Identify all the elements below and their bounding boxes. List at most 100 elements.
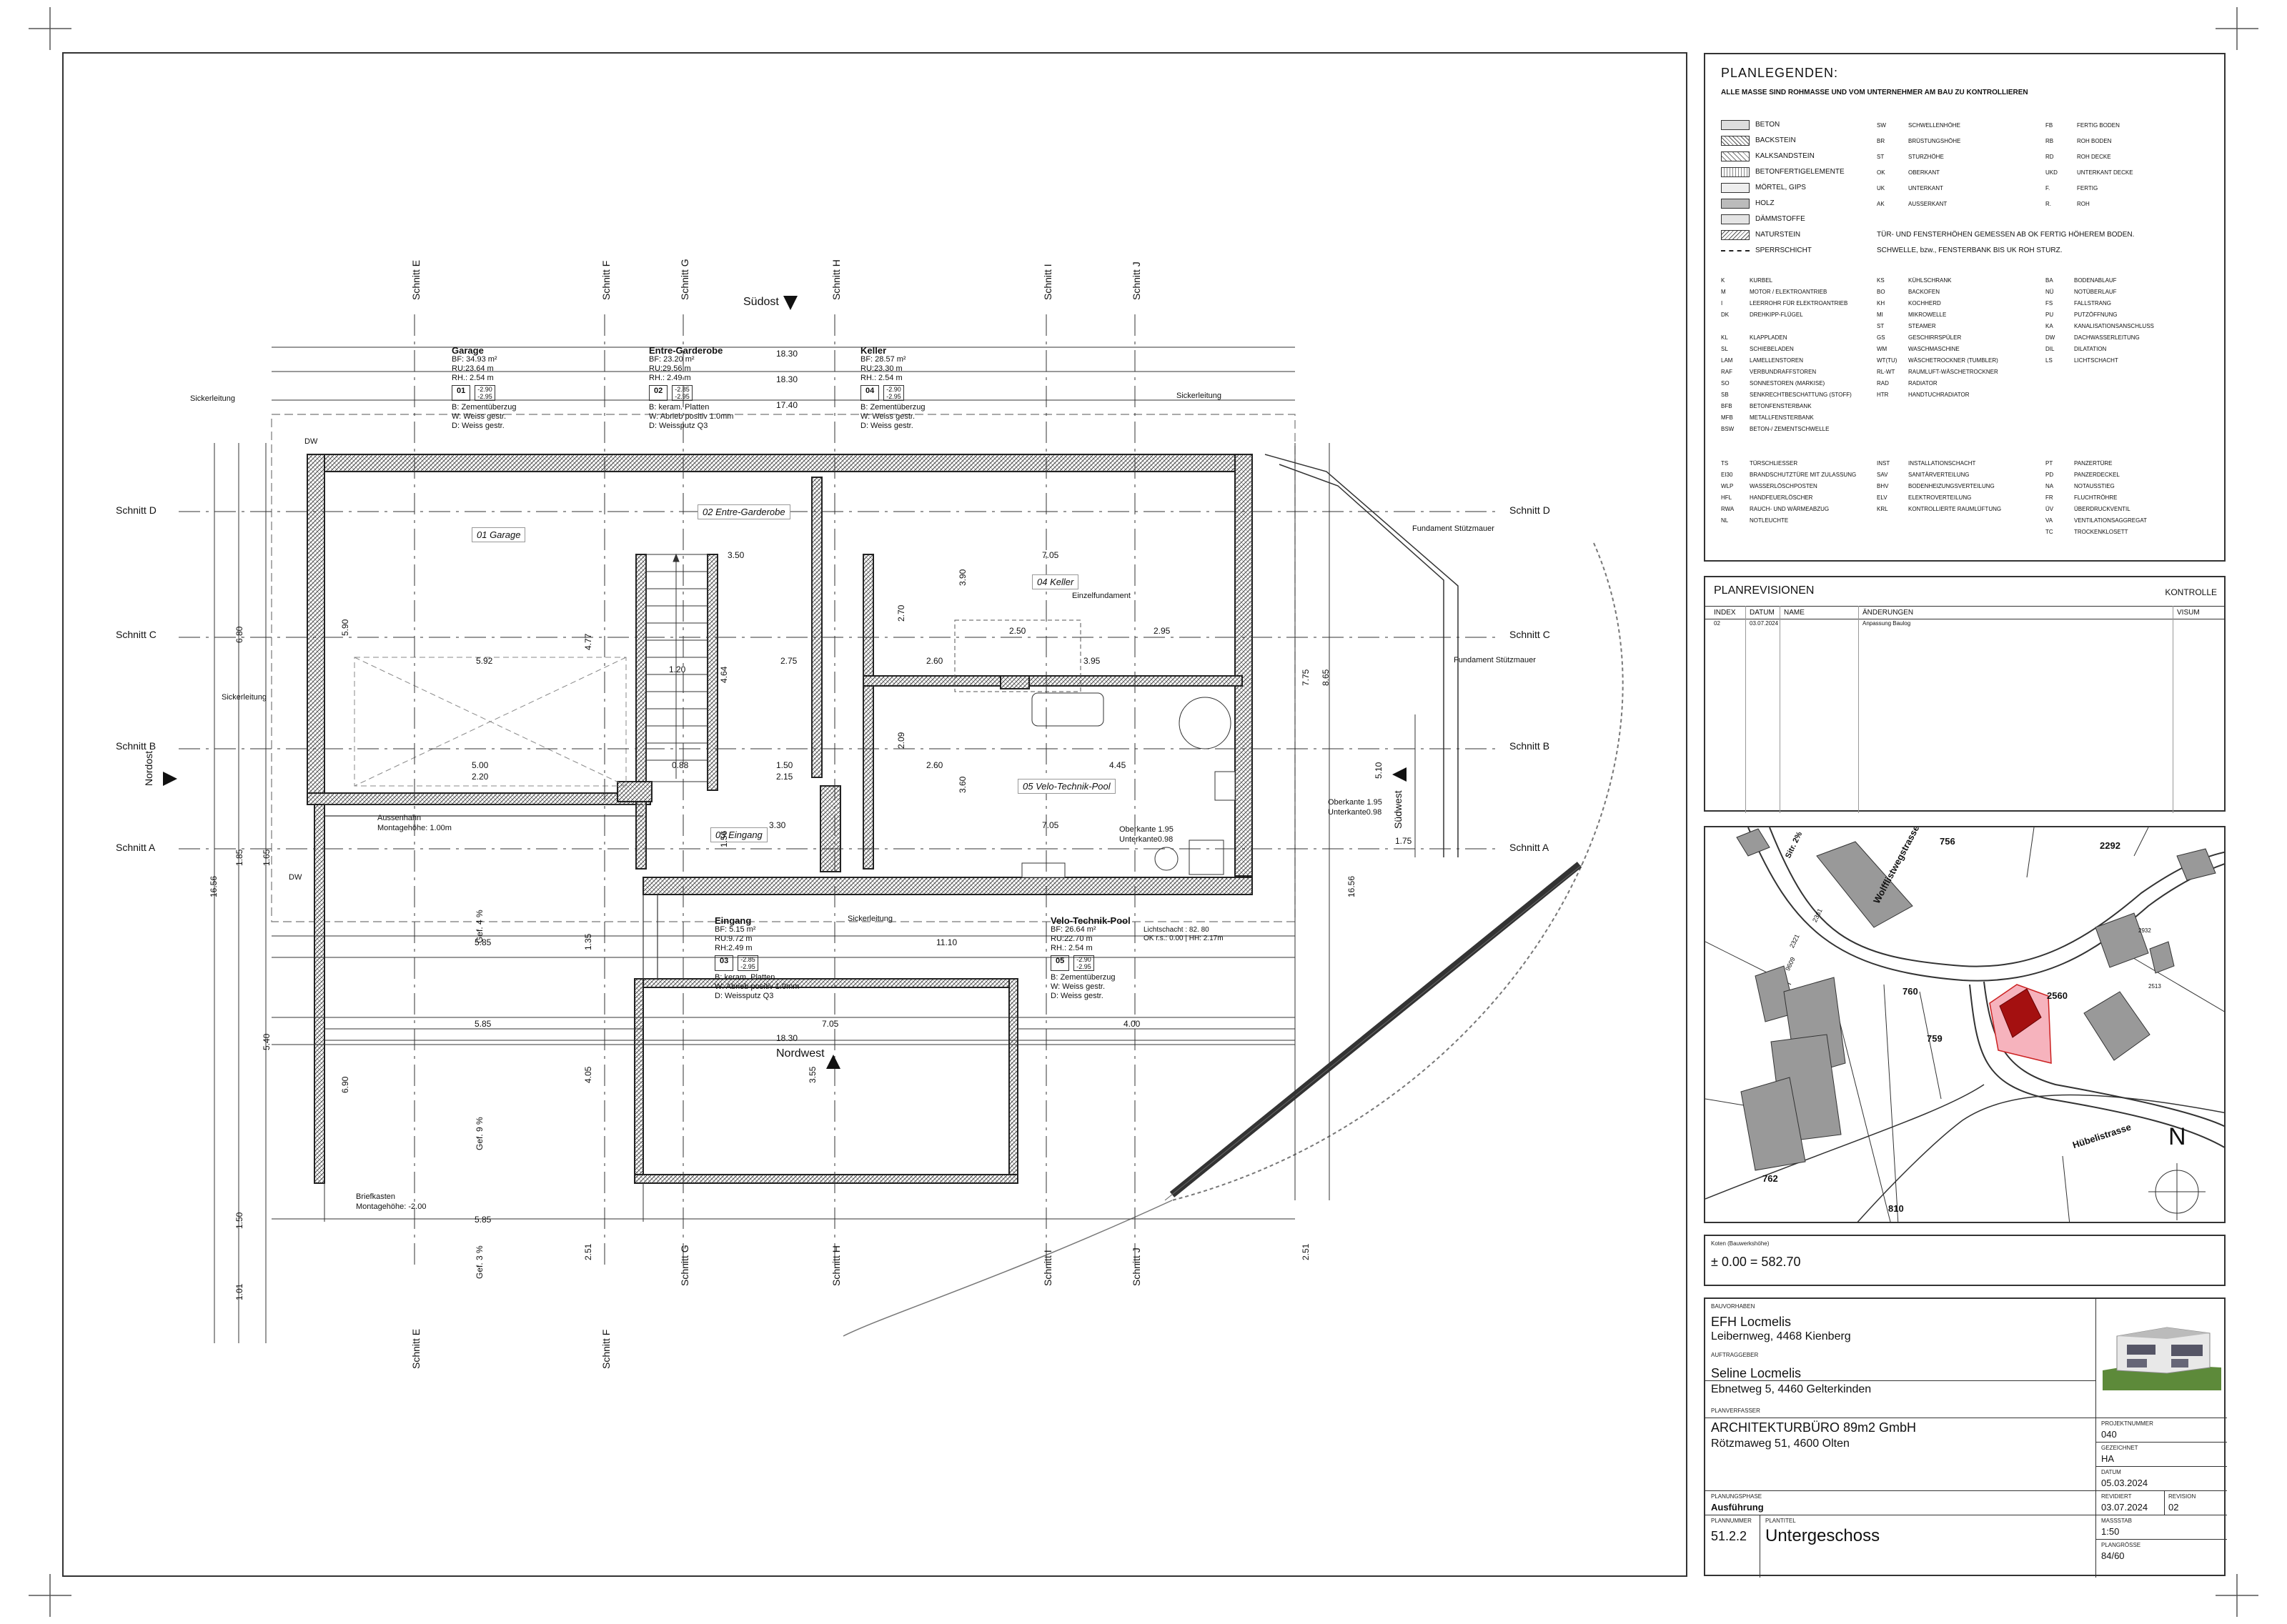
- note-gefaelle-3: Gef. 3 %: [475, 1245, 485, 1279]
- swatch-backstein: [1721, 136, 1750, 146]
- col1-desc: SCHIEBELADEN: [1750, 346, 1794, 352]
- col2-desc: RAUMLUFT-WÄSCHETROCKNER: [1908, 369, 1998, 375]
- legend-note-1: TÜR- UND FENSTERHÖHEN GEMESSEN AB OK FER…: [1877, 231, 2135, 239]
- col3-code: DW: [2045, 334, 2055, 341]
- label-massstab: MASSSTAB: [2101, 1518, 2132, 1524]
- dim: 4.05: [583, 1066, 593, 1083]
- col2-desc: RADIATOR: [1908, 380, 1938, 387]
- stairs: [645, 553, 708, 782]
- col6-desc: PANZERTÜRE: [2074, 460, 2113, 467]
- revisions-kontrolle: KONTROLLE: [2165, 587, 2217, 597]
- col1-code: MFB: [1721, 414, 1733, 421]
- room-label-keller: 04 Keller: [1032, 574, 1079, 589]
- revisions-title: PLANREVISIONEN: [1714, 584, 1815, 597]
- planverfasser-2: Rötzmaweg 51, 4600 Olten: [1711, 1438, 1850, 1450]
- abbr-b-desc: ROH: [2077, 201, 2090, 207]
- col3-desc: LICHTSCHACHT: [2074, 357, 2118, 364]
- swatch-beton: [1721, 120, 1750, 130]
- col6-code: NA: [2045, 483, 2054, 489]
- swatch-holz: [1721, 199, 1750, 209]
- col1-code: K: [1721, 277, 1725, 284]
- dim: 4.64: [719, 666, 729, 683]
- section-label-c-right: Schnitt C: [1509, 629, 1550, 640]
- col2-code: MI: [1877, 312, 1883, 318]
- dim: 2.60: [926, 656, 943, 666]
- section-label-g-top: Schnitt G: [679, 259, 690, 300]
- col1-desc: METALLFENSTERBANK: [1750, 414, 1814, 421]
- arrow-nordwest: [826, 1055, 840, 1069]
- parcel-small: 2932: [2138, 927, 2151, 934]
- col1-code: M: [1721, 289, 1726, 295]
- label-suedwest: Südwest: [1392, 790, 1404, 829]
- projektnummer: 040: [2101, 1429, 2117, 1440]
- abbr-b-code: R.: [2045, 201, 2051, 207]
- garage-car-area: [354, 657, 627, 787]
- col1-desc: VERBUNDRAFFSTOREN: [1750, 369, 1817, 375]
- dim-bottom-2: 11.10: [936, 937, 958, 947]
- note-sickerleitung-2: Sickerleitung: [1176, 392, 1221, 400]
- note-dw-1: DW: [304, 437, 318, 446]
- plannummer: 51.2.2: [1711, 1529, 1747, 1543]
- dim: 2.20: [472, 772, 489, 782]
- crop-marks: [29, 7, 2258, 1617]
- dim: 1.75: [1395, 836, 1412, 846]
- label-gezeichnet: GEZEICHNET: [2101, 1445, 2138, 1451]
- col4-desc: TÜRSCHLIESSER: [1750, 460, 1798, 467]
- legend-note-2: SCHWELLE, bzw., FENSTERBANK BIS UK ROH S…: [1877, 246, 2063, 254]
- section-label-g-bottom: Schnitt G: [679, 1245, 690, 1286]
- section-label-i-top: Schnitt I: [1042, 264, 1053, 300]
- label-plannummer: PLANNUMMER: [1711, 1518, 1752, 1524]
- label-revidiert: REVIDIERT: [2101, 1493, 2132, 1500]
- rev-header-datum: DATUM: [1750, 609, 1775, 617]
- col5-desc: ELEKTROVERTEILUNG: [1908, 494, 1972, 501]
- col4-code: WLP: [1721, 483, 1734, 489]
- label-suedost: Südost: [743, 296, 779, 308]
- revision: 02: [2168, 1502, 2179, 1513]
- col1-code: DK: [1721, 312, 1730, 318]
- swatch-kalksandstein: [1721, 151, 1750, 161]
- dim-top-2: 18.30: [776, 374, 798, 384]
- dim: 4.45: [1109, 760, 1126, 770]
- col5-code: BHV: [1877, 483, 1889, 489]
- section-lines: [179, 314, 1501, 1265]
- col6-code: TC: [2045, 529, 2053, 535]
- abbr-b-code: RB: [2045, 138, 2054, 144]
- dim: 1.50: [776, 760, 793, 770]
- legend-subtitle: ALLE MASSE SIND ROHMASSE UND VOM UNTERNE…: [1721, 89, 2028, 96]
- dim-top-1: 18.30: [776, 349, 798, 359]
- dim-bottom-6: 4.00: [1123, 1019, 1141, 1029]
- col3-desc: FALLSTRANG: [2074, 300, 2112, 307]
- north-label: N: [2168, 1123, 2186, 1150]
- col5-desc: SANITÄRVERTEILUNG: [1908, 472, 1970, 478]
- label-nordwest: Nordwest: [776, 1047, 825, 1060]
- dim-bottom-1: 5.85: [475, 937, 492, 947]
- abbr-b-desc: FERTIG: [2077, 185, 2098, 191]
- dim: 2.50: [1009, 626, 1026, 636]
- revidiert: 03.07.2024: [2101, 1502, 2148, 1513]
- note-sickerleitung-3: Sickerleitung: [222, 693, 267, 702]
- dim: 7.75: [1301, 669, 1311, 686]
- col2-code: ST: [1877, 323, 1885, 329]
- swatch-betonfertig: [1721, 167, 1750, 177]
- col4-desc: NOTLEUCHTE: [1750, 517, 1789, 524]
- kote-panel: Koten (Bauwerkshöhe) ± 0.00 = 582.70: [1704, 1235, 2226, 1286]
- dim: 7.05: [1042, 550, 1059, 560]
- col4-desc: BRANDSCHUTZTÜRE MIT ZULASSUNG: [1750, 472, 1857, 478]
- col2-code: WT(TU): [1877, 357, 1897, 364]
- col2-desc: MIKROWELLE: [1908, 312, 1947, 318]
- dim: 2.51: [583, 1243, 593, 1260]
- site-map-svg: [1705, 827, 2224, 1222]
- col1-desc: LAMELLENSTOREN: [1750, 357, 1803, 364]
- dim: 1.20: [669, 664, 686, 674]
- col2-desc: KOCHHERD: [1908, 300, 1941, 307]
- col6-desc: ÜBERDRUCKVENTIL: [2074, 506, 2130, 512]
- dim: 1.85: [234, 849, 244, 866]
- col1-desc: BETON-/ ZEMENTSCHWELLE: [1750, 426, 1830, 432]
- abbr-a-code: ST: [1877, 154, 1885, 160]
- col3-code: BA: [2045, 277, 2053, 284]
- material-label: NATURSTEIN: [1755, 231, 1801, 239]
